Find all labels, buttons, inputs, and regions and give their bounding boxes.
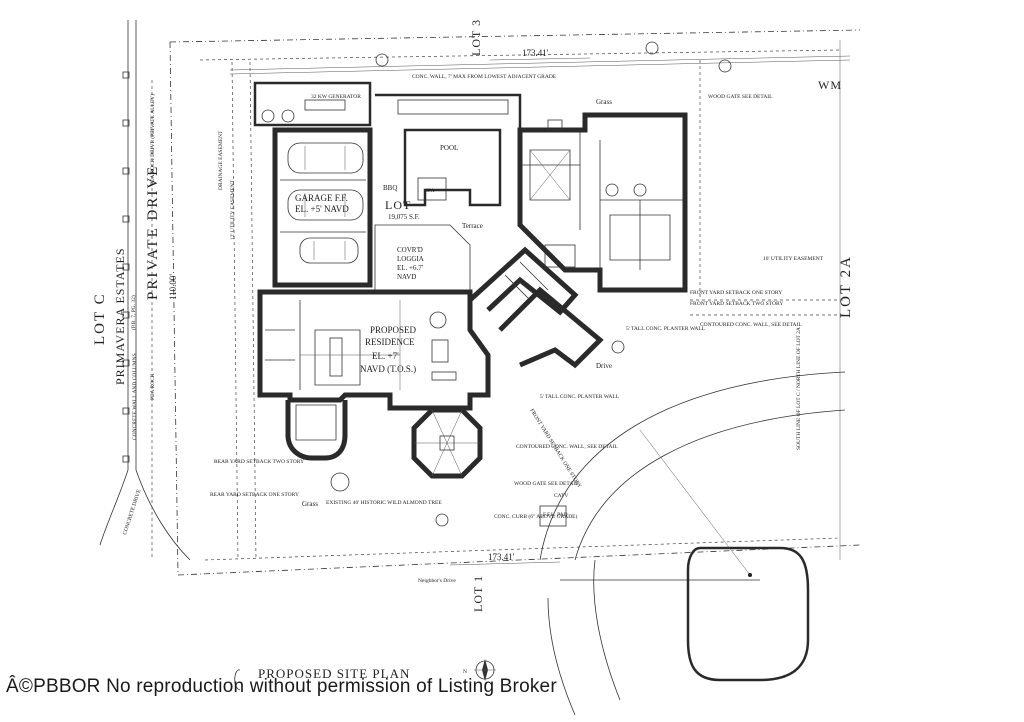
rear-setback-1: REAR YARD SETBACK TWO STORY: [214, 459, 304, 465]
utility-easement-2: 12' UTILITY EASEMENT: [230, 179, 236, 240]
copyright-watermark: Â©PBBOR No reproduction without permissi…: [6, 676, 557, 697]
garage-elevation: EL. +5' NAVD: [295, 204, 349, 214]
right-wing: [517, 112, 688, 293]
private-drive-area: [99, 20, 191, 561]
garage-label: GARAGE F.F.: [295, 193, 348, 203]
rear-setback-2: REAR YARD SETBACK ONE STORY: [210, 492, 299, 498]
almond-tree-label: EXISTING 40' HISTORIC WILD ALMOND TREE: [326, 500, 442, 506]
car-1: [287, 142, 364, 174]
bbq-label: BBQ: [383, 184, 397, 192]
pool-area: POOL SPA BBQ LOT 19,075 S.F. Terrace: [375, 93, 522, 230]
dim-bottom: 173.41': [488, 552, 515, 562]
wm-label: WM: [818, 78, 842, 92]
residence-label-2: RESIDENCE: [365, 337, 415, 347]
contoured-wall-1: CONTOURED CONC. WALL, SEE DETAIL: [700, 322, 802, 328]
dim-top: 173.41': [522, 48, 549, 58]
ffl-pad-label: F.F.L. PAD: [543, 512, 568, 518]
terrace-label: Terrace: [462, 222, 483, 230]
property-lines: [169, 29, 861, 576]
loggia: COVR'D LOGGIA EL. +6.7' NAVD: [374, 224, 471, 291]
north-label: N: [463, 669, 467, 675]
pea-rock-label: PEA ROCK: [150, 373, 156, 400]
car-3: [299, 237, 359, 264]
connector-wing: [468, 244, 604, 369]
driveway-curves: [539, 371, 846, 716]
title-block: PROPOSED SITE PLAN N: [234, 659, 496, 691]
conc-curb-label: CONC. CURB (6" ABOVE GRADE): [494, 513, 578, 520]
residence-label-1: PROPOSED: [370, 325, 417, 335]
lot-c-label: LOT C: [92, 292, 108, 345]
lot-2a-label: LOT 2A: [838, 255, 854, 318]
conc-wall-label: CONC. WALL, 7' MAX FROM LOWEST ADJACENT …: [412, 74, 557, 80]
grass-top-label: Grass: [596, 98, 612, 106]
planter-wall-2: 5' TALL CONC. PLANTER WALL: [540, 394, 620, 400]
conc-drive-label: CONCRETE DRIVE: [122, 488, 142, 535]
lot-1-label: LOT 1: [471, 575, 485, 612]
generator-label: 32 KW GENERATOR: [311, 94, 361, 100]
residence: PROPOSED RESIDENCE EL. +7' NAVD (T.O.S.): [257, 289, 491, 479]
grass-bottom-label: Grass: [302, 500, 318, 508]
plan-title: PROPOSED SITE PLAN: [258, 666, 410, 681]
rotated-labels: DRAINAGE EASEMENT 12' UTILITY EASEMENT P…: [92, 19, 854, 612]
drive-columns: [122, 71, 130, 463]
loggia-label-3: EL. +6.7': [397, 264, 423, 272]
lot-label: LOT: [385, 198, 411, 212]
utility-easement-1: 10' UTILITY EASEMENT: [763, 256, 824, 262]
octagon-room: [411, 407, 483, 479]
contoured-wall-2: CONTOURED CONC. WALL, SEE DETAIL: [516, 444, 618, 450]
catv-label: CATV: [554, 493, 568, 499]
planter-wall-1: 5' TALL CONC. PLANTER WALL: [626, 326, 706, 332]
garage: GARAGE F.F. EL. +5' NAVD: [272, 127, 373, 288]
wood-gate-top-label: WOOD GATE SEE DETAIL: [708, 94, 773, 100]
lot-area: 19,075 S.F.: [388, 213, 420, 221]
bay-window: [285, 400, 348, 461]
wood-gate-bottom-label: WOOD GATE SEE DETAIL: [514, 481, 579, 487]
pool-label: POOL: [440, 144, 458, 152]
drainage-easement-label: DRAINAGE EASEMENT: [218, 130, 224, 190]
north-arrow-icon: [474, 659, 496, 681]
lot-3-label: LOT 3: [469, 19, 483, 56]
top-service-strip: 32 KW GENERATOR: [253, 81, 372, 127]
car-2: [287, 189, 364, 221]
primavera-label: PRIMAVERA ESTATES: [113, 247, 127, 385]
dimensions: 173.41' 173.41': [449, 48, 591, 566]
conc-wall-cols-label: CONCRETE WALL AND COLUMNS: [132, 353, 138, 440]
loggia-label-1: COVR'D: [397, 246, 423, 254]
residence-label-3: EL. +7': [372, 351, 399, 361]
front-setback-1: FRONT YARD SETBACK ONE STORY: [690, 290, 782, 296]
lot-c-ref: (P.B. 7, PG. 32): [130, 295, 137, 330]
private-drive-label: PRIVATE DRIVE: [145, 165, 161, 300]
section-markers: [375, 41, 732, 527]
drive-width-dim: 110.00': [168, 274, 178, 300]
annotations: CONC. WALL, 7' MAX FROM LOWEST ADJACENT …: [210, 74, 842, 584]
loggia-label-2: LOGGIA: [397, 255, 424, 263]
neighbors-drive-label: Neighbor's Drive: [418, 578, 456, 584]
loggia-label-4: NAVD: [397, 273, 416, 281]
pea-rock-drive-label: PEA ROCK DRIVE (PRIVATE ALLEY): [149, 94, 156, 185]
spa-label: SPA: [425, 188, 435, 194]
south-line-label: SOUTH LINE OF LOT C / NORTH LINE OF LOT …: [796, 327, 802, 450]
drive-label: Drive: [596, 362, 612, 370]
residence-label-4: NAVD (T.O.S.): [360, 364, 416, 374]
front-setback-2: FRONT YARD SETBACK TWO STORY: [690, 301, 783, 307]
